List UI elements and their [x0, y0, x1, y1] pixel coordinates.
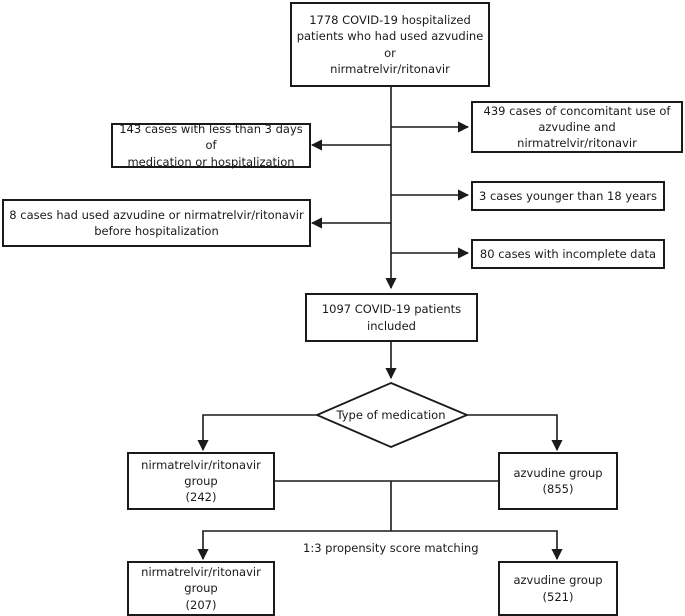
nr-matched-line-1: nirmatrelvir/ritonavir: [141, 565, 261, 580]
nr-group-line-3: (242): [185, 490, 217, 505]
incomplete-line-1: 80 cases with incomplete data: [479, 246, 657, 261]
included-box: 1097 COVID-19 patients included: [305, 293, 478, 342]
short-medication-line-2: medication or hospitalization: [127, 154, 295, 169]
decision-line-2: medication: [381, 407, 446, 422]
azv-matched-line-2: (521): [542, 589, 574, 604]
matching-label: 1:3 propensity score matching: [303, 541, 479, 555]
azv-matched-line-1: azvudine group: [513, 573, 603, 588]
under18-box: 3 cases younger than 18 years: [471, 181, 665, 211]
prior-use-box: 8 cases had used azvudine or nirmatrelvi…: [2, 199, 311, 247]
decision-line-1: Type of: [336, 407, 378, 422]
included-line-2: included: [367, 318, 416, 333]
nr-group-line-1: nirmatrelvir/ritonavir: [141, 457, 261, 472]
nr-matched-box: nirmatrelvir/ritonavir group (207): [127, 561, 275, 616]
start-line-2: patients who had used azvudine or: [296, 29, 484, 60]
prior-use-line-1: 8 cases had used azvudine or nirmatrelvi…: [9, 207, 304, 222]
short-medication-line-1: 143 cases with less than 3 days of: [119, 122, 303, 153]
arrow-to-nr-matched: [197, 530, 391, 561]
azv-group-box: azvudine group (855): [498, 452, 618, 510]
start-line-3: nirmatrelvir/ritonavir: [330, 61, 450, 76]
azv-group-line-1: azvudine group: [513, 465, 603, 480]
arrow-to-nr-group: [197, 414, 317, 452]
decision-diamond: [314, 382, 470, 448]
prior-use-line-2: before hospitalization: [94, 224, 219, 238]
nr-group-box: nirmatrelvir/ritonavir group (242): [127, 452, 275, 510]
incomplete-box: 80 cases with incomplete data: [471, 239, 665, 269]
concomitant-line-1: 439 cases of concomitant use of: [483, 103, 671, 118]
included-line-1: 1097 COVID-19 patients: [321, 302, 462, 317]
short-medication-box: 143 cases with less than 3 days of medic…: [111, 122, 311, 169]
start-line-1: 1778 COVID-19 hospitalized: [309, 12, 471, 27]
start-box: 1778 COVID-19 hospitalized patients who …: [290, 2, 490, 87]
concomitant-box: 439 cases of concomitant use of azvudine…: [471, 101, 683, 153]
azv-matched-box: azvudine group (521): [498, 561, 618, 616]
nr-group-line-2: group: [184, 473, 218, 488]
under18-line-1: 3 cases younger than 18 years: [479, 188, 657, 203]
decision-label: Type of medication: [327, 388, 455, 442]
concomitant-line-2: azvudine and nirmatrelvir/ritonavir: [517, 119, 637, 151]
nr-matched-line-3: (207): [185, 597, 217, 612]
azv-group-line-2: (855): [542, 482, 574, 496]
arrow-to-azv-matched: [391, 530, 563, 561]
arrow-to-azv-group: [467, 414, 563, 452]
nr-matched-line-2: group: [184, 581, 218, 596]
